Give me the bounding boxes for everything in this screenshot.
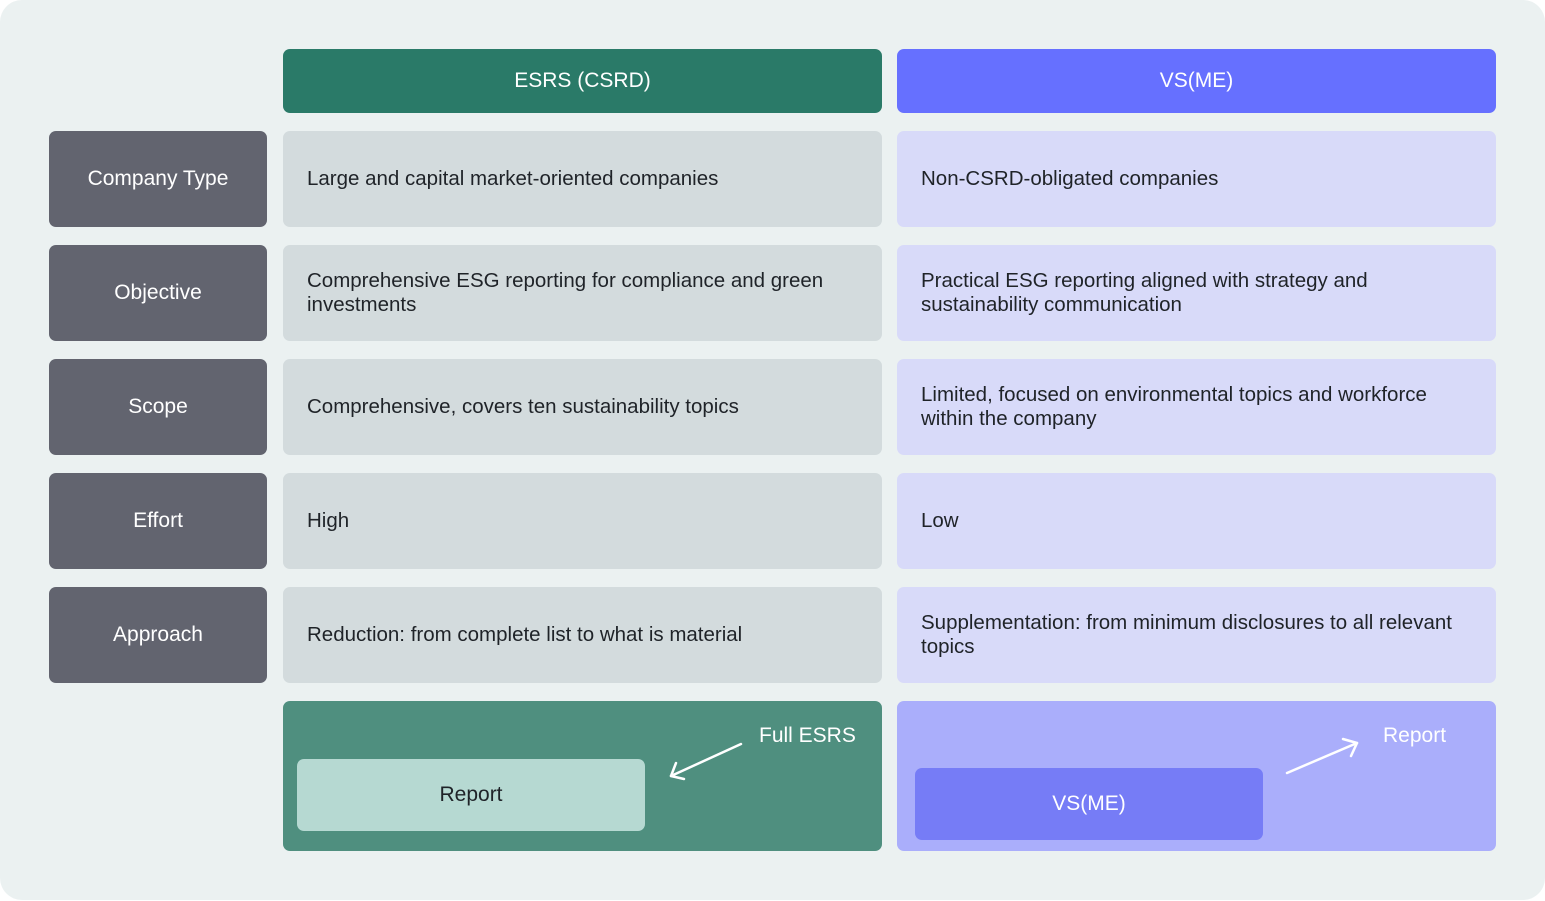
row-label-scope: Scope <box>49 359 267 455</box>
esrs-report-box: Report <box>297 759 645 831</box>
cell-esrs-objective: Comprehensive ESG reporting for complian… <box>283 245 882 341</box>
cell-esrs-approach: Reduction: from complete list to what is… <box>283 587 882 683</box>
esrs-reporting-panel: Full ESRS Report <box>283 701 882 851</box>
cell-vsme-effort: Low <box>897 473 1496 569</box>
column-header-vsme: VS(ME) <box>897 49 1496 113</box>
vsme-reporting-panel: VS(ME) Report <box>897 701 1496 851</box>
cell-esrs-effort: High <box>283 473 882 569</box>
row-label-company-type: Company Type <box>49 131 267 227</box>
row-label-effort: Effort <box>49 473 267 569</box>
cell-esrs-company-type: Large and capital market-oriented compan… <box>283 131 882 227</box>
row-label-objective: Objective <box>49 245 267 341</box>
column-header-esrs: ESRS (CSRD) <box>283 49 882 113</box>
cell-vsme-company-type: Non-CSRD-obligated companies <box>897 131 1496 227</box>
vsme-box: VS(ME) <box>915 768 1263 840</box>
vsme-report-label: Report <box>1383 724 1447 747</box>
full-esrs-label: Full ESRS <box>759 724 856 747</box>
cell-esrs-scope: Comprehensive, covers ten sustainability… <box>283 359 882 455</box>
cell-vsme-scope: Limited, focused on environmental topics… <box>897 359 1496 455</box>
arrow-down-left-icon <box>669 742 743 781</box>
cell-vsme-approach: Supplementation: from minimum disclosure… <box>897 587 1496 683</box>
row-label-approach: Approach <box>49 587 267 683</box>
arrow-up-right-icon <box>1285 737 1359 775</box>
cell-vsme-objective: Practical ESG reporting aligned with str… <box>897 245 1496 341</box>
